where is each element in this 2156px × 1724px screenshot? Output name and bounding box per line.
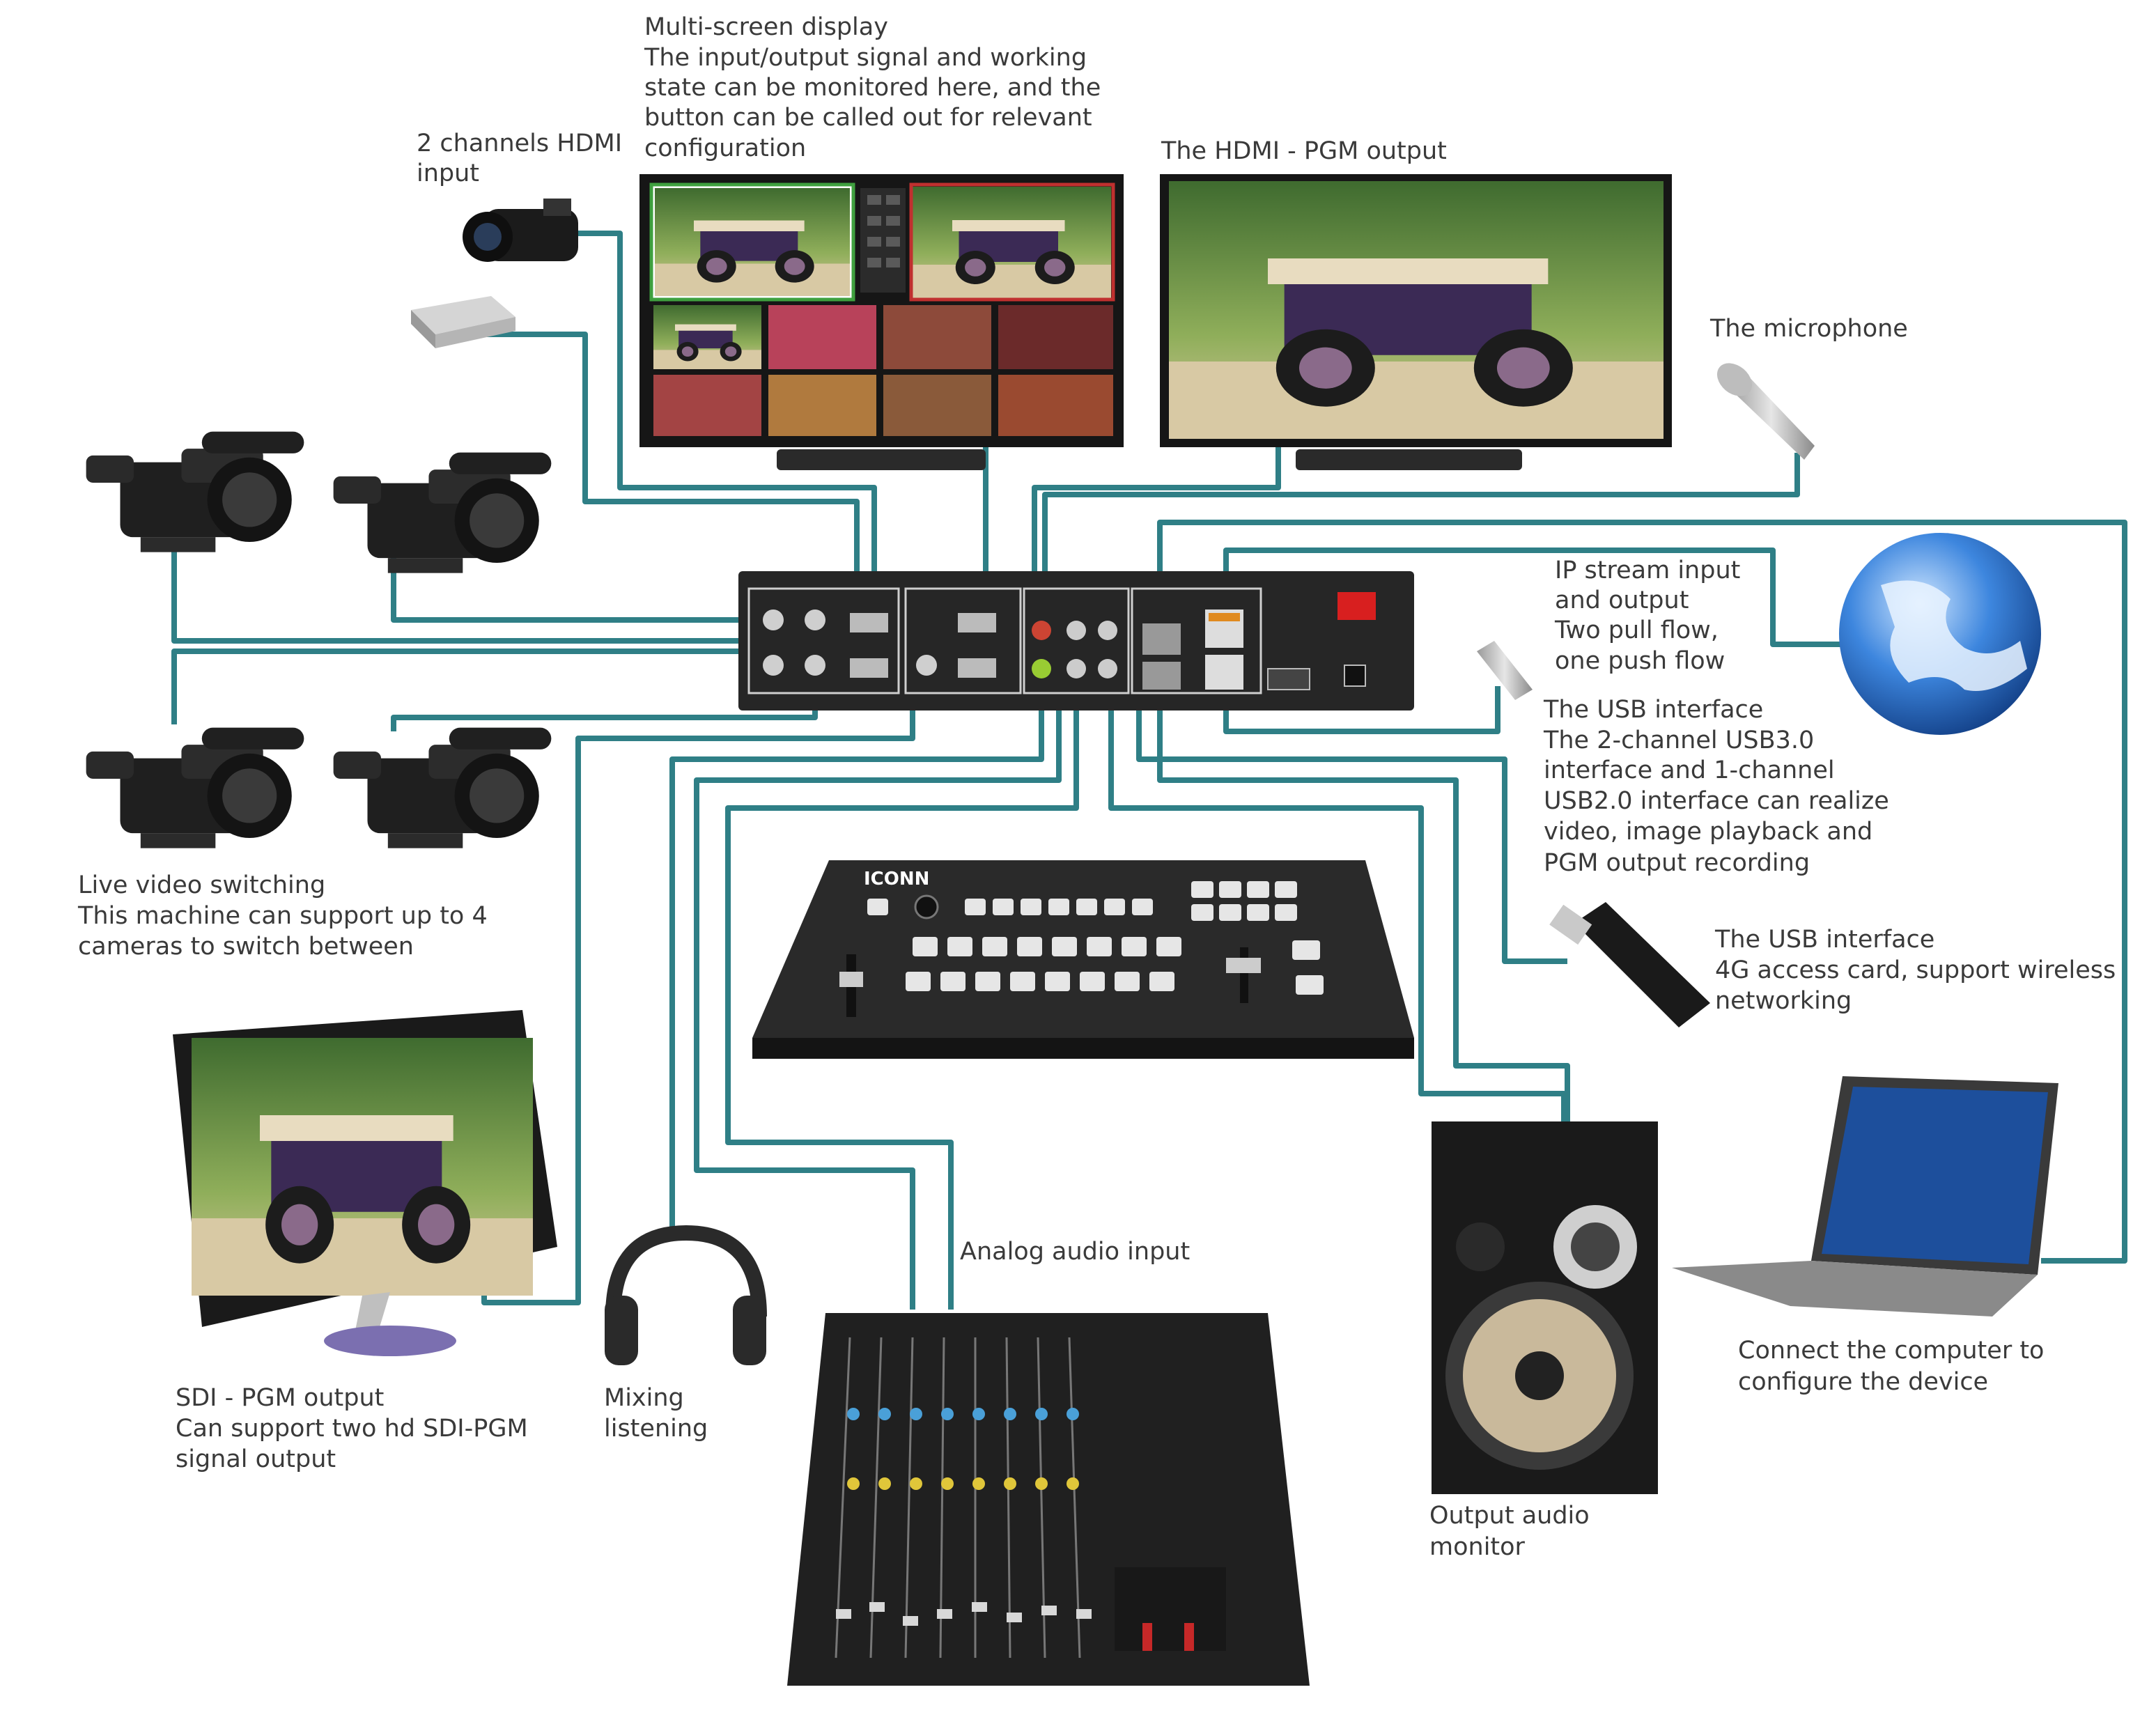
cable-hdmi-box (481, 332, 860, 651)
controller-logo: ICONN (864, 869, 929, 890)
label-usb-interface: The USB interface The 2-channel USB3.0 i… (1543, 696, 1897, 877)
cable-microphone (1042, 453, 1800, 637)
hdmi-pgm-monitor (1160, 174, 1672, 470)
camcorder-icon (463, 199, 578, 262)
sdi-pgm-monitor (173, 1010, 557, 1356)
switcher-controller-icon: ICONN (752, 860, 1414, 1059)
cable-camera-2 (391, 557, 815, 623)
cable-speaker-2 (1157, 697, 1570, 1121)
cable-camcorder-hdmi (578, 231, 877, 651)
video-camera-icon (334, 728, 552, 848)
label-hdmi-input: 2 channels HDMI input (417, 130, 630, 187)
microphone-icon (1716, 363, 1815, 460)
usb-4g-dongle-icon (1549, 902, 1710, 1027)
label-usb-4g: The USB interface 4G access card, suppor… (1714, 926, 2123, 1015)
cable-camera-1 (171, 543, 773, 644)
label-hdmi-pgm: The HDMI - PGM output (1161, 137, 1447, 165)
label-sdi-pgm: SDI - PGM output Can support two hd SDI-… (176, 1384, 536, 1473)
cable-mixer-2 (725, 672, 1079, 1310)
cable-camera-3 (171, 649, 780, 724)
video-camera-icon (86, 728, 304, 848)
label-live-switching: Live video switching This machine can su… (77, 871, 495, 961)
laptop-icon (1672, 1076, 2058, 1317)
video-camera-icon (86, 432, 304, 552)
label-analog-audio: Analog audio input (960, 1238, 1190, 1266)
cable-hdmi-pgm (1032, 446, 1281, 623)
cables (171, 231, 2127, 1310)
globe-icon (1839, 533, 2041, 735)
label-computer: Connect the computer to configure the de… (1738, 1337, 2052, 1396)
label-multiscreen: Multi-screen display The input/output si… (644, 13, 1108, 162)
cable-4g (1136, 697, 1567, 964)
cable-laptop (1157, 520, 2127, 1264)
cable-usb-stick (1223, 686, 1500, 734)
video-switcher-icon (738, 571, 1414, 710)
preview-window (649, 183, 855, 302)
program-window (909, 183, 1115, 302)
label-output-monitor: Output audio monitor (1429, 1502, 1597, 1561)
cable-headphones (669, 669, 1044, 1233)
usb-stick-icon (1477, 641, 1533, 700)
video-camera-icon (334, 453, 552, 573)
audio-mixer-icon (787, 1313, 1310, 1686)
cable-speaker-1 (1108, 669, 1567, 1121)
headphones-icon (605, 1225, 767, 1365)
label-microphone: The microphone (1709, 315, 1908, 343)
speaker-icon (1432, 1121, 1658, 1494)
multiscreen-monitor (639, 174, 1124, 470)
cable-mixer-1 (694, 672, 1062, 1310)
power-switch (1337, 592, 1376, 620)
hdmi-box-icon (411, 296, 515, 348)
label-mixing: Mixing listening (604, 1384, 708, 1443)
cable-sdi-monitor (481, 679, 915, 1305)
label-ip-stream: IP stream input and output Two pull flow… (1554, 557, 1748, 675)
